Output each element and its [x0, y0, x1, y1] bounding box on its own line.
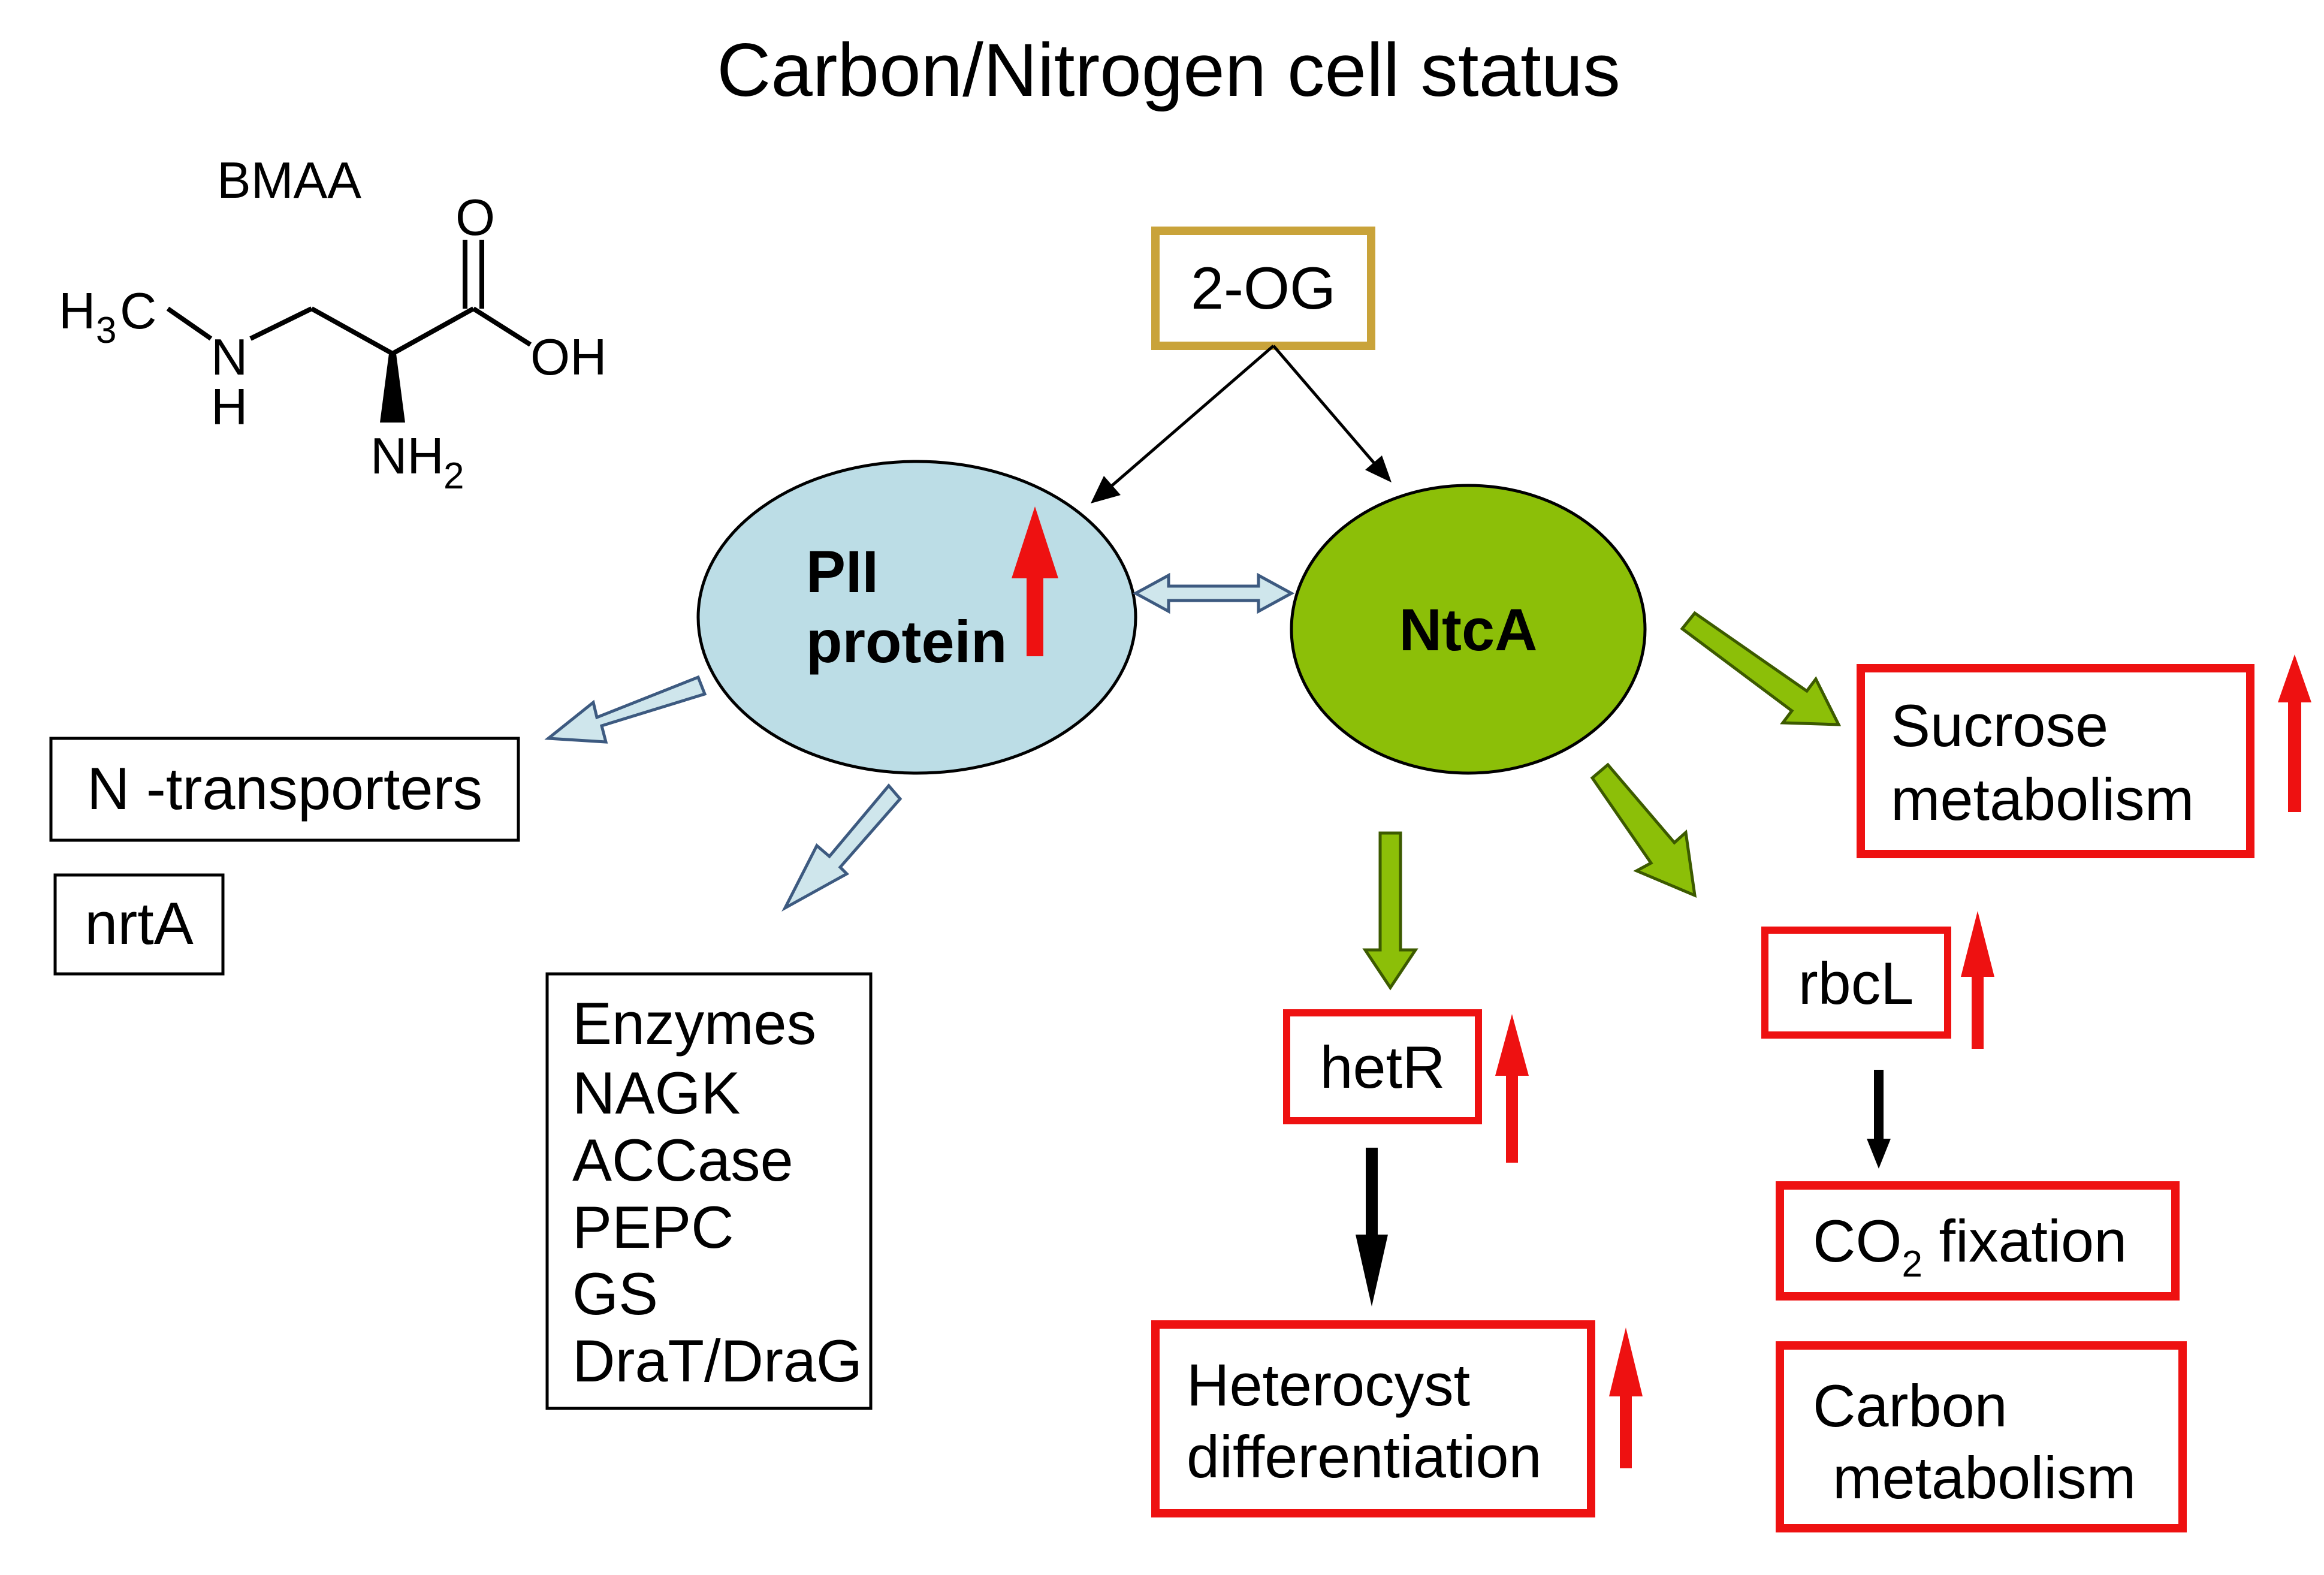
enzymes-item: ACCase [572, 1127, 793, 1193]
bond-c-oh [472, 306, 532, 347]
hetr-label: hetR [1320, 1034, 1445, 1100]
atom-n-h: H [211, 379, 248, 436]
atom-n: N [211, 329, 248, 386]
rbcl-up-arrow-icon [1961, 911, 1994, 1049]
pii-label-line2: protein [806, 608, 1007, 675]
molecule-name: BMAA [217, 152, 361, 209]
heterocyst-label-line1: Heterocyst [1187, 1351, 1470, 1418]
heterocyst-up-arrow-icon [1609, 1327, 1643, 1468]
n-transporters-box [49, 737, 520, 842]
nrta-box [53, 873, 225, 976]
rbcl-box [1761, 927, 1951, 1039]
atom-oh: OH [530, 329, 607, 386]
heterocyst-box [1151, 1320, 1595, 1517]
arrow-ntca-to-hetr [1362, 831, 1418, 991]
hetr-box [1283, 1009, 1482, 1124]
sucrose-up-arrow-icon [2278, 654, 2311, 812]
bond-n-ch2 [249, 306, 313, 341]
atom-h3c-c: C [120, 283, 156, 340]
atom-nh2: NH [370, 428, 444, 485]
arrow-og-to-ntca [1272, 345, 1392, 482]
arrow-og-to-pii [1091, 345, 1275, 503]
enzymes-box [545, 972, 873, 1410]
atom-o: O [455, 189, 495, 246]
arrow-rbcl-to-co2 [1867, 1070, 1891, 1169]
sucrose-metabolism-box [1857, 664, 2254, 858]
co2-subscript: 2 [1902, 1244, 1922, 1285]
arrow-pii-to-enzymes [781, 783, 903, 912]
bond-ca-cooh [391, 306, 475, 356]
nrta-label: nrtA [84, 890, 194, 957]
carbon-metabolism-box [1776, 1341, 2187, 1532]
diagram-title: Carbon/Nitrogen cell status [717, 29, 1620, 112]
enzymes-item: Enzymes [572, 990, 816, 1057]
atom-nh2-sub: 2 [443, 455, 464, 497]
enzymes-item: PEPC [572, 1194, 734, 1260]
arrow-hetr-to-heterocyst [1356, 1148, 1388, 1307]
sucrose-label-line2: metabolism [1891, 766, 2194, 832]
bmaa-structure: BMAA O OH H 3 C N H NH 2 [59, 152, 607, 497]
co2-fixation-word: fixation [1922, 1208, 2127, 1274]
bond-c-n [166, 306, 213, 341]
enzymes-item: GS [572, 1260, 658, 1327]
co2-co: CO [1813, 1208, 1902, 1274]
ntca-node [1290, 484, 1647, 775]
wedge-bond-nh2 [380, 354, 405, 423]
pii-up-arrow-icon [1012, 506, 1058, 656]
n-transporters-label: N -transporters [87, 755, 482, 822]
arrow-pii-to-transporters [544, 675, 707, 744]
bond-ch2-ca [310, 306, 394, 356]
ntca-label: NtcA [1399, 596, 1537, 663]
co2-fixation-label: CO2 fixation [1813, 1208, 2127, 1285]
arrow-ntca-to-sucrose [1680, 611, 1842, 726]
atom-h3c-h: H [59, 283, 95, 340]
enzymes-list: Enzymes NAGK ACCase PEPC GS DraT/DraG [572, 990, 862, 1394]
enzymes-item: DraT/DraG [572, 1327, 862, 1394]
co2-fixation-box [1776, 1181, 2180, 1301]
two-og-label: 2-OG [1191, 255, 1336, 321]
sucrose-label-line1: Sucrose [1891, 692, 2108, 759]
hetr-up-arrow-icon [1495, 1014, 1529, 1163]
carbon-metabolism-label-line1: Carbon [1813, 1372, 2008, 1439]
atom-h3c-sub: 3 [96, 310, 116, 351]
enzymes-item: NAGK [572, 1060, 741, 1126]
two-og-box [1151, 227, 1375, 350]
carbon-metabolism-label-line2: metabolism [1833, 1444, 2136, 1511]
heterocyst-label-line2: differentiation [1187, 1423, 1542, 1490]
rbcl-label: rbcL [1798, 950, 1914, 1016]
arrow-ntca-to-rbcl [1590, 762, 1697, 898]
arrow-pii-ntca-bidirectional [1132, 572, 1295, 614]
pii-label-line1: PII [806, 538, 879, 605]
